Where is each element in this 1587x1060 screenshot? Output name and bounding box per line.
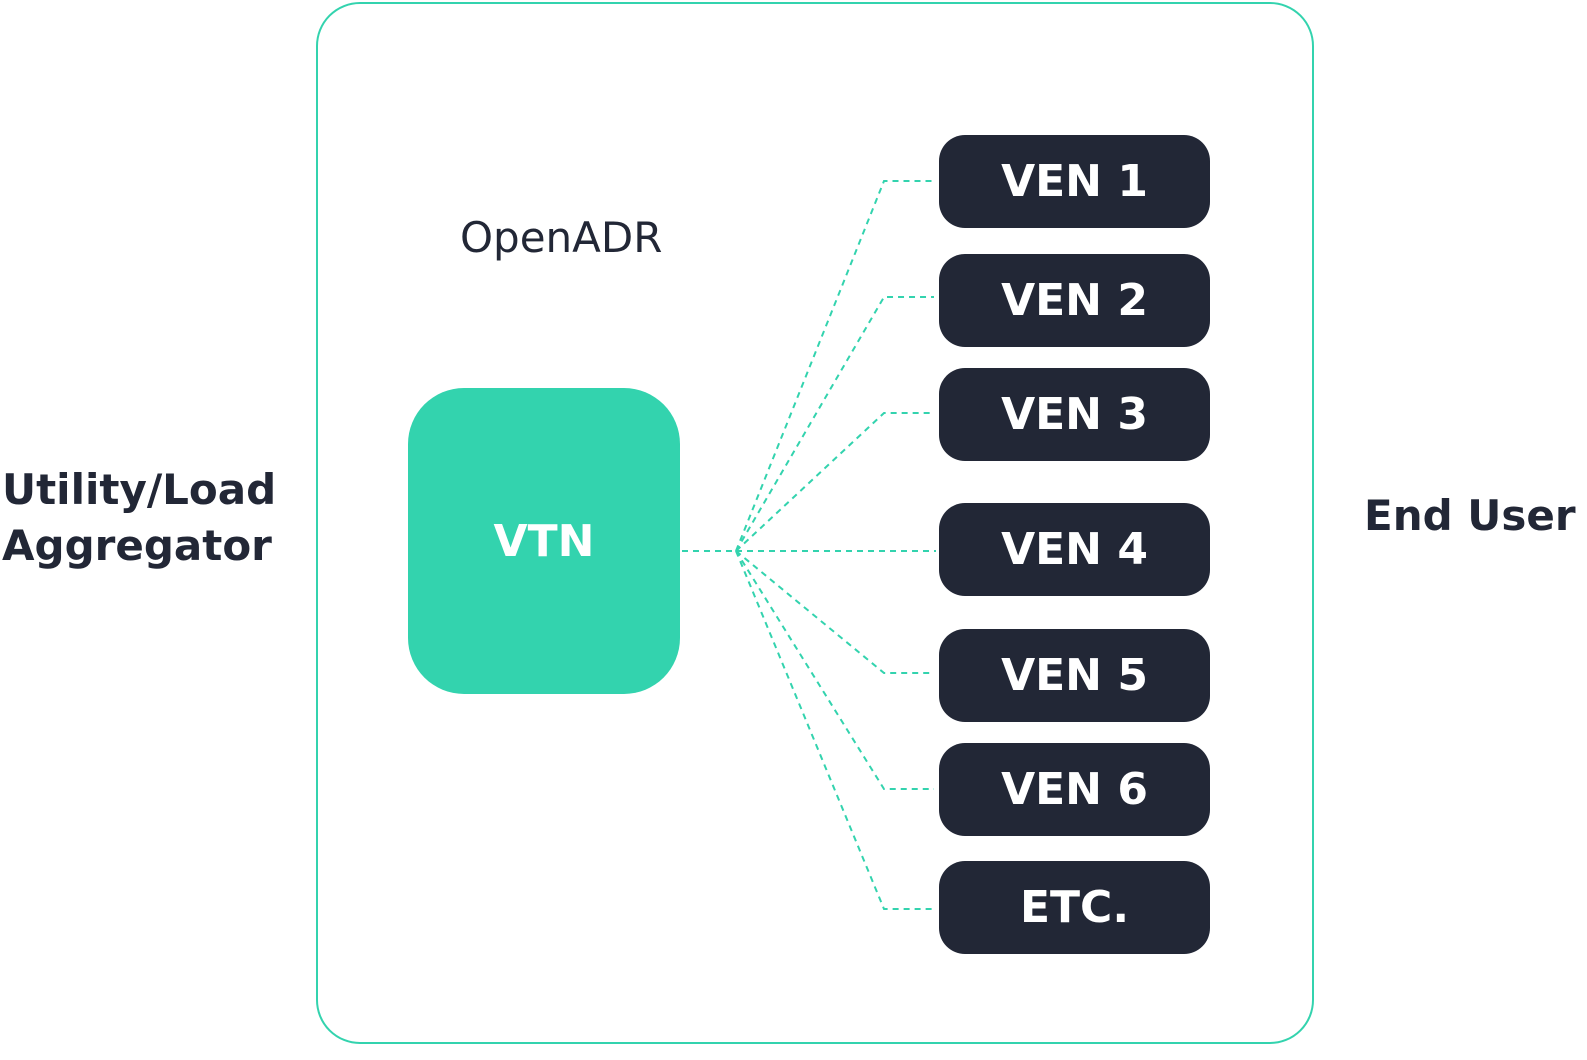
ven-label: VEN 5 [1001,650,1148,701]
vtn-node: VTN [408,388,680,694]
ven-label: ETC. [1019,882,1130,933]
end-user-label: End User [1364,491,1576,540]
ven-node-2: VEN 2 [939,254,1210,347]
left-label-line-1: Utility/Load [2,465,277,514]
connector-ven-6 [735,550,934,790]
ven-label: VEN 6 [1001,764,1148,815]
left-label-line-2: Aggregator [2,521,272,570]
openadr-frame [316,2,1314,1044]
ven-label: VEN 4 [1001,524,1148,575]
utility-aggregator-label: Utility/Load Aggregator [2,462,276,574]
ven-node-4: VEN 4 [939,503,1210,596]
ven-node-6: VEN 6 [939,743,1210,836]
protocol-title: OpenADR [460,213,663,262]
ven-node-5: VEN 5 [939,629,1210,722]
connector-ven-1 [735,180,934,552]
vtn-label: VTN [493,515,595,567]
connector-etc [735,550,934,910]
ven-label: VEN 2 [1001,275,1148,326]
connector-ven-2 [735,296,934,552]
ven-label: VEN 3 [1001,389,1148,440]
connector-ven-3 [735,412,934,552]
ven-label: VEN 1 [1001,156,1148,207]
ven-node-etc: ETC. [939,861,1210,954]
connector-ven-5 [735,550,934,674]
ven-node-3: VEN 3 [939,368,1210,461]
ven-node-1: VEN 1 [939,135,1210,228]
